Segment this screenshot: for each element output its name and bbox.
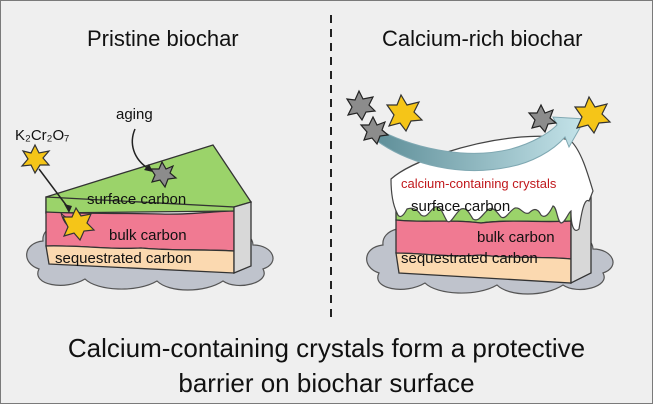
- right-aging-star-icon-2: [359, 115, 390, 146]
- left-sequestrated-carbon-label: sequestrated carbon: [55, 250, 192, 267]
- left-bulk-carbon-label: bulk carbon: [109, 227, 187, 244]
- left-side-face: [233, 201, 252, 274]
- right-bulk-carbon-label: bulk carbon: [477, 229, 555, 246]
- deflection-arrow: [376, 116, 586, 172]
- left-biochar-cake: [45, 144, 253, 274]
- left-aging-arrow: [131, 128, 150, 170]
- left-surface-carbon-label: surface carbon: [87, 191, 187, 208]
- right-oxidant-star-icon-1: [385, 93, 424, 133]
- left-aging-star-icon: [149, 160, 178, 189]
- caption-line-2: barrier on biochar surface: [178, 368, 475, 398]
- right-panel-title: Calcium-rich biochar: [382, 26, 583, 51]
- right-oxidant-star-icon-2: [573, 95, 612, 135]
- caption-line-1: Calcium-containing crystals form a prote…: [67, 333, 586, 363]
- right-aging-star-icon-3: [527, 103, 558, 134]
- right-surface-carbon-label: surface carbon: [411, 198, 511, 215]
- left-oxidant-star-attack-icon: [62, 206, 96, 242]
- left-oxidant-label: K₂Cr₂O₇: [15, 127, 70, 144]
- right-sequestrated-carbon-label: sequestrated carbon: [401, 250, 538, 267]
- left-panel-title: Pristine biochar: [87, 26, 239, 51]
- right-aging-star-icon-1: [345, 89, 377, 122]
- left-sequestrated-layer: [45, 245, 235, 274]
- right-sequestrated-layer: [395, 252, 572, 284]
- left-oxidant-arrow: [38, 168, 70, 210]
- left-oxidant-star-icon: [20, 143, 51, 175]
- calcium-crystals-label: calcium-containing crystals: [401, 176, 557, 191]
- left-aging-label: aging: [116, 106, 153, 123]
